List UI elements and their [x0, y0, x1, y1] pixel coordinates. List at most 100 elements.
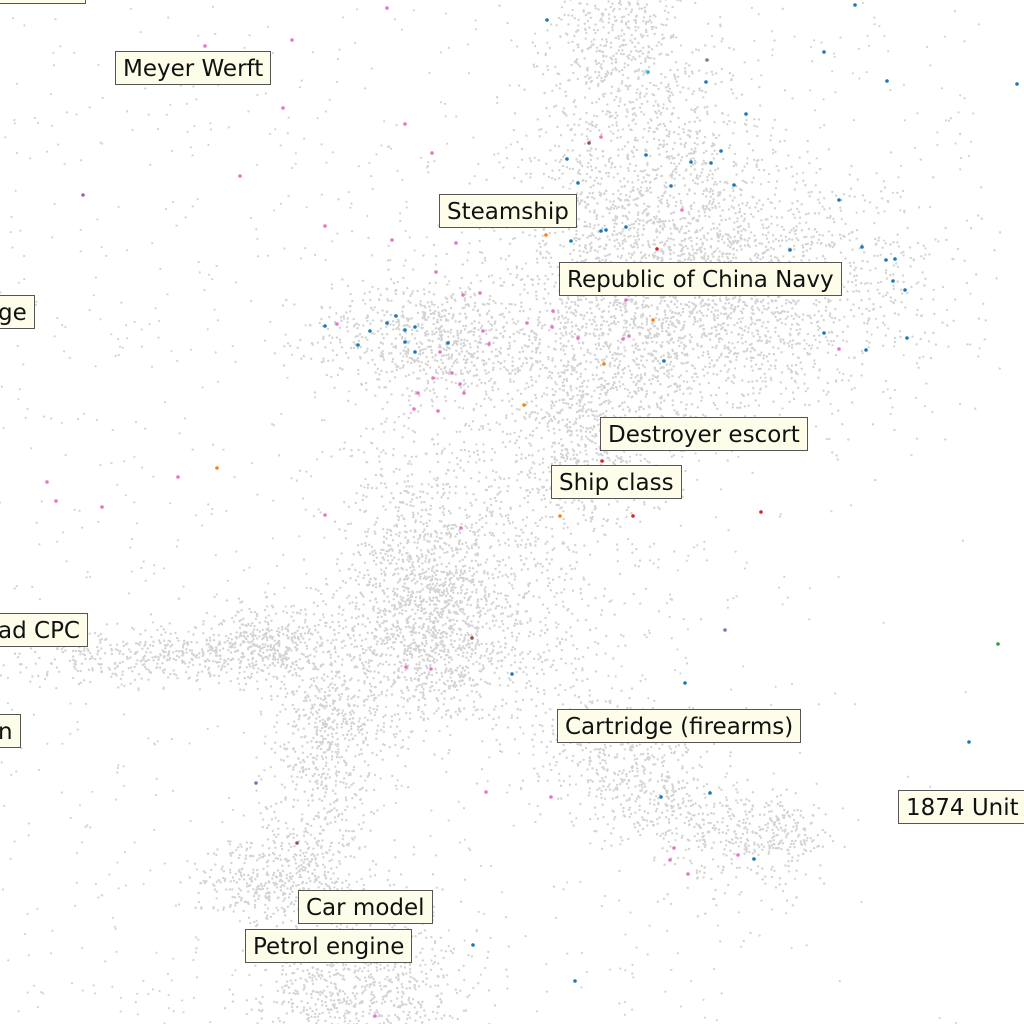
- point: [632, 245, 636, 248]
- point: [614, 57, 617, 61]
- point: [570, 127, 573, 131]
- point: [771, 148, 775, 151]
- point: [757, 318, 761, 322]
- point: [362, 324, 365, 327]
- point: [983, 338, 986, 341]
- point: [577, 124, 580, 127]
- point: [617, 301, 621, 305]
- point: [795, 237, 798, 240]
- point: [600, 384, 603, 387]
- point: [800, 229, 804, 232]
- point: [674, 77, 677, 81]
- point: [785, 298, 788, 302]
- point: [731, 297, 735, 300]
- point: [872, 302, 875, 306]
- point: [794, 229, 798, 232]
- point: [892, 264, 896, 267]
- point: [413, 337, 417, 340]
- point: [750, 297, 753, 301]
- point: [302, 354, 305, 358]
- point: [580, 430, 583, 433]
- point: [615, 522, 618, 525]
- point: [667, 90, 671, 93]
- point: [521, 350, 525, 353]
- point: [523, 283, 526, 286]
- point: [614, 60, 618, 63]
- point: [660, 414, 663, 418]
- point: [791, 391, 795, 394]
- point: [494, 348, 498, 351]
- point: [607, 382, 611, 385]
- point: [670, 232, 673, 235]
- point: [488, 329, 491, 332]
- point: [687, 87, 690, 90]
- point: [581, 381, 584, 385]
- point: [560, 438, 563, 441]
- point: [801, 244, 804, 247]
- point: [470, 322, 473, 325]
- point: [616, 247, 619, 251]
- point: [656, 103, 660, 106]
- point: [564, 316, 568, 319]
- point: [535, 426, 538, 430]
- point: [609, 5, 612, 9]
- point: [843, 315, 846, 319]
- point: [419, 369, 422, 372]
- point: [673, 352, 676, 355]
- point: [762, 321, 765, 324]
- point: [626, 153, 629, 156]
- point: [637, 211, 640, 214]
- point: [340, 319, 343, 322]
- point: [802, 254, 806, 257]
- point: [660, 72, 663, 76]
- point: [719, 191, 722, 194]
- point: [388, 380, 391, 383]
- point: [756, 256, 759, 259]
- point: [616, 500, 619, 503]
- point: [647, 66, 651, 69]
- point: [655, 26, 658, 29]
- point: [593, 527, 596, 530]
- point: [522, 309, 525, 313]
- point: [599, 65, 602, 69]
- point: [676, 312, 680, 315]
- point: [627, 20, 630, 23]
- point: [391, 360, 394, 363]
- point: [380, 369, 383, 373]
- point: [555, 84, 558, 87]
- point: [399, 352, 402, 355]
- point: [635, 49, 638, 52]
- point: [502, 166, 505, 169]
- point: [429, 345, 432, 348]
- point: [648, 314, 652, 318]
- point: [579, 451, 582, 454]
- point: [605, 206, 608, 210]
- point: [524, 437, 528, 440]
- point: [595, 347, 598, 350]
- point: [313, 253, 317, 257]
- point: [441, 309, 444, 312]
- point: [590, 241, 593, 244]
- point: [719, 214, 722, 218]
- point: [797, 210, 801, 214]
- point: [731, 403, 735, 406]
- point: [655, 44, 658, 47]
- point: [733, 121, 736, 124]
- point: [571, 325, 574, 328]
- point: [366, 347, 369, 350]
- point: [503, 315, 506, 319]
- point: [535, 249, 538, 252]
- point: [647, 212, 650, 215]
- point: [597, 97, 601, 101]
- point: [554, 381, 557, 384]
- point: [652, 104, 655, 108]
- point: [668, 248, 671, 252]
- point: [602, 95, 605, 98]
- point: [555, 503, 558, 507]
- point: [443, 315, 446, 318]
- point: [465, 359, 468, 362]
- point: [459, 342, 463, 346]
- point: [600, 76, 603, 80]
